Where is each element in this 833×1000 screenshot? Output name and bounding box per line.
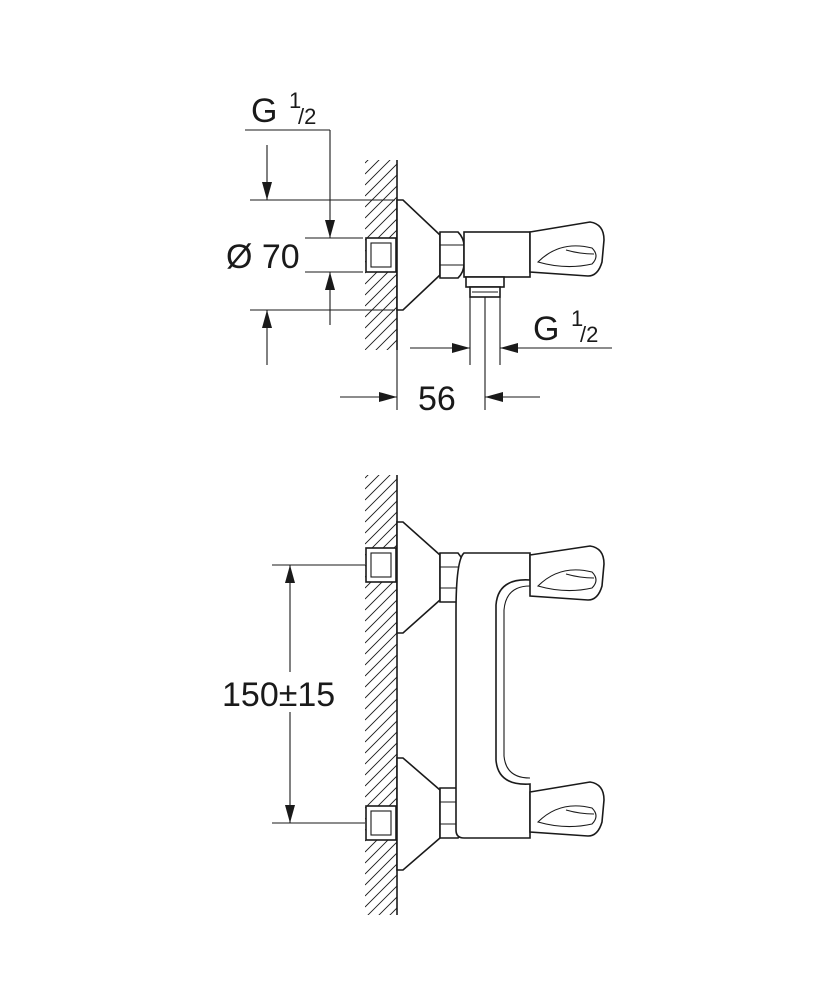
hatch-line bbox=[365, 588, 397, 622]
hatch-line bbox=[365, 698, 397, 732]
hatch-line bbox=[365, 621, 397, 655]
hatch-line bbox=[365, 764, 397, 798]
hatch-line bbox=[365, 742, 397, 776]
hatch-line bbox=[365, 120, 397, 152]
hatch-line bbox=[365, 775, 397, 809]
hatch-line bbox=[365, 643, 397, 677]
hatch-line bbox=[365, 362, 397, 394]
hatch-line bbox=[365, 665, 397, 699]
rosette bbox=[396, 199, 441, 311]
hatch-line bbox=[365, 852, 397, 886]
hatch-line bbox=[365, 160, 369, 164]
hatch-line bbox=[365, 577, 397, 611]
hatch-line bbox=[386, 339, 397, 350]
svg-text:/2: /2 bbox=[580, 322, 598, 347]
hatch-line bbox=[365, 351, 397, 383]
hatch-line bbox=[389, 907, 397, 915]
handle-lower bbox=[529, 781, 605, 837]
hatch-line bbox=[365, 610, 397, 644]
hex-nut bbox=[439, 231, 465, 279]
hatch-line bbox=[365, 930, 397, 962]
svg-text:G: G bbox=[533, 310, 559, 348]
hatch-line bbox=[365, 306, 397, 340]
hatch-line bbox=[365, 295, 397, 329]
hatch-line bbox=[365, 599, 397, 633]
wall-hatching-bottom bbox=[365, 435, 397, 984]
hatch-line bbox=[365, 207, 397, 241]
hatch-line bbox=[365, 863, 397, 897]
hatch-line bbox=[365, 841, 397, 875]
hatch-line bbox=[365, 489, 397, 523]
side-view: G 1 /2 Ø 70 G 1 /2 56 bbox=[226, 88, 612, 418]
rosette-upper bbox=[396, 521, 441, 634]
hatch-line bbox=[365, 185, 397, 219]
hatch-line bbox=[375, 328, 397, 350]
label-top-thread: G 1 /2 bbox=[251, 88, 316, 130]
hatch-line bbox=[365, 284, 397, 318]
wall-hatching-top bbox=[365, 120, 397, 394]
hatch-line bbox=[365, 160, 391, 186]
hatch-line bbox=[365, 511, 397, 545]
hatch-line bbox=[365, 919, 397, 951]
svg-text:1: 1 bbox=[289, 88, 301, 113]
rosette-lower bbox=[396, 757, 441, 871]
front-view: 150±15 bbox=[222, 435, 605, 984]
hatch-line bbox=[365, 174, 397, 208]
hatch-line bbox=[365, 163, 397, 197]
hatch-line bbox=[365, 709, 397, 743]
hatch-line bbox=[365, 687, 397, 721]
hatch-line bbox=[365, 317, 397, 350]
hatch-line bbox=[365, 676, 397, 710]
hatch-line bbox=[365, 435, 397, 467]
svg-text:G: G bbox=[251, 92, 277, 130]
hatch-line bbox=[367, 885, 397, 915]
hatch-line bbox=[365, 753, 397, 787]
hatch-line bbox=[365, 160, 380, 175]
hatch-line bbox=[365, 632, 397, 666]
label-diameter: Ø 70 bbox=[226, 238, 300, 276]
outlet-collar bbox=[465, 276, 505, 288]
hatch-line bbox=[365, 874, 397, 908]
handle bbox=[529, 221, 605, 277]
hatch-line bbox=[365, 654, 397, 688]
hatch-line bbox=[365, 500, 397, 534]
svg-text:1: 1 bbox=[571, 306, 583, 331]
hatch-line bbox=[365, 952, 397, 984]
hatch-line bbox=[365, 273, 397, 307]
hatch-line bbox=[365, 475, 380, 490]
hatch-line bbox=[365, 196, 397, 230]
label-depth: 56 bbox=[418, 380, 456, 418]
hatch-line bbox=[365, 720, 397, 754]
hatch-line bbox=[365, 731, 397, 765]
hatch-line bbox=[365, 478, 397, 512]
mixer-body bbox=[455, 552, 531, 839]
hatch-line bbox=[365, 475, 369, 479]
label-outlet-thread: G 1 /2 bbox=[533, 306, 598, 348]
hatch-line bbox=[378, 896, 397, 915]
label-spacing: 150±15 bbox=[222, 676, 335, 714]
hatch-line bbox=[365, 941, 397, 973]
handle-upper bbox=[529, 545, 605, 601]
valve-body bbox=[463, 231, 531, 278]
svg-text:/2: /2 bbox=[298, 104, 316, 129]
hatch-line bbox=[365, 475, 391, 501]
